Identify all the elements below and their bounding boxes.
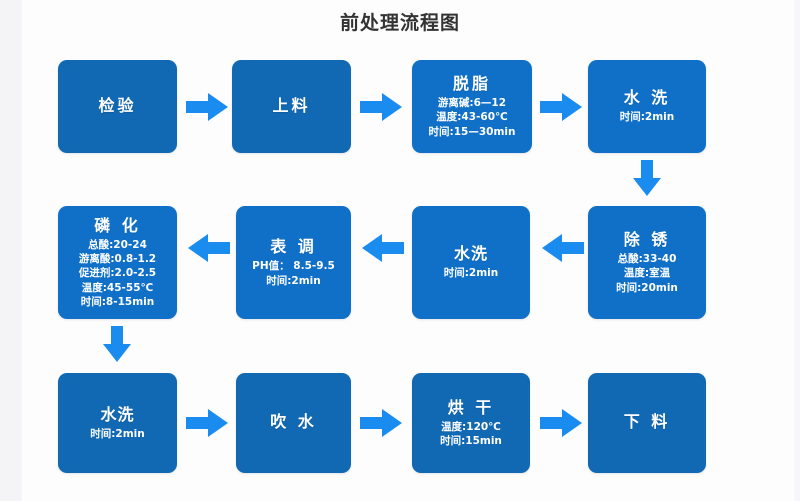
box-detail-line: 时间:15—30min	[428, 125, 516, 138]
box-detail-line: 温度:室温	[623, 267, 671, 280]
box-detail-line: 时间:2min	[619, 111, 675, 124]
box-detail-line: 温度:120℃	[441, 420, 501, 433]
arrow-left-icon	[540, 234, 584, 262]
box-title: 下 料	[623, 412, 671, 431]
box-detail-line: 时间:2min	[266, 274, 321, 287]
box-details: 时间:2min	[444, 266, 499, 280]
arrow-left-icon	[186, 234, 230, 262]
box-details: 温度:120℃ 时间:15min	[440, 420, 502, 448]
arrow-down-icon	[103, 326, 131, 366]
box-title: 表 调	[270, 237, 317, 257]
arrow-right-icon	[360, 93, 404, 121]
box-detail-line: PH值： 8.5-9.5	[252, 260, 335, 273]
box-detail-line: 时间:2min	[443, 267, 499, 280]
process-box-air-blow[interactable]: 吹 水	[236, 373, 351, 473]
arrow-right-icon	[360, 409, 404, 437]
box-detail-line: 游离酸:0.8-1.2	[78, 253, 157, 266]
box-detail-line: 温度:45-55℃	[81, 281, 154, 294]
process-box-rinse-3[interactable]: 水洗 时间:2min	[58, 373, 177, 473]
box-detail-line: 总酸:33-40	[617, 253, 677, 266]
box-title: 磷 化	[94, 216, 141, 236]
box-detail-line: 时间:20min	[616, 281, 678, 294]
process-box-inspection[interactable]: 检验	[58, 60, 177, 153]
arrow-right-icon	[540, 409, 584, 437]
box-title: 水 洗	[623, 88, 671, 108]
box-detail-line: 时间:8-15min	[80, 295, 155, 308]
process-box-loading[interactable]: 上料	[232, 60, 351, 153]
arrow-down-icon	[633, 160, 661, 200]
box-detail-line: 时间:15min	[440, 435, 502, 447]
page-title: 前处理流程图	[339, 12, 460, 34]
box-title: 除 锈	[623, 230, 671, 250]
process-box-rinse-1[interactable]: 水 洗 时间:2min	[588, 60, 706, 153]
box-detail-line: 时间:2min	[90, 427, 145, 440]
box-detail-line: 游离碱:6—12	[437, 97, 507, 110]
process-box-drying[interactable]: 烘 干 温度:120℃ 时间:15min	[412, 373, 530, 473]
box-title: 脱脂	[452, 74, 491, 94]
box-detail-line: 促进剂:2.0-2.5	[78, 267, 157, 280]
arrow-right-icon	[186, 409, 230, 437]
right-edge-strip	[794, 0, 800, 501]
process-box-unloading[interactable]: 下 料	[588, 373, 706, 473]
box-title: 水洗	[453, 244, 488, 264]
arrow-right-icon	[186, 93, 230, 121]
box-details: 时间:2min	[620, 110, 675, 124]
process-box-rinse-2[interactable]: 水洗 时间:2min	[412, 206, 530, 319]
box-detail-line: 总酸:20-24	[88, 239, 147, 252]
arrow-left-icon	[360, 234, 404, 262]
left-edge-strip	[0, 0, 22, 501]
box-details: 时间:2min	[90, 427, 145, 441]
arrow-right-icon	[540, 93, 584, 121]
box-detail-line: 温度:43-60℃	[436, 111, 508, 124]
box-title: 吹 水	[270, 412, 317, 431]
box-title: 上料	[272, 95, 311, 115]
box-title: 检验	[98, 95, 137, 115]
box-title: 烘 干	[447, 397, 495, 417]
box-title: 水洗	[100, 404, 135, 424]
